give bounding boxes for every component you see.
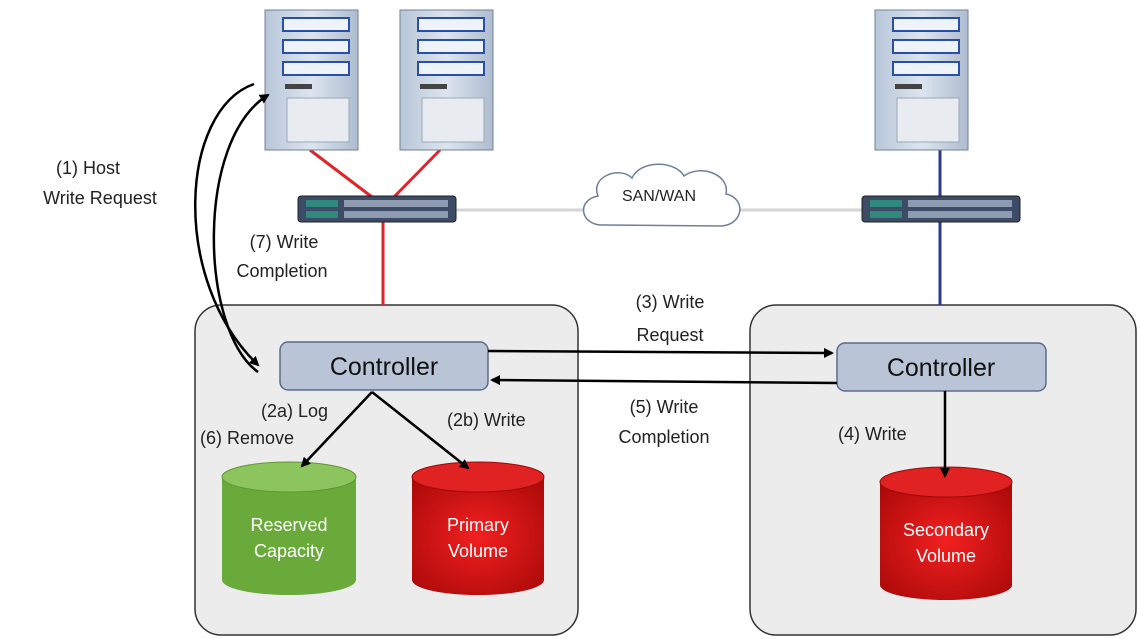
cloud-label: SAN/WAN: [622, 188, 696, 205]
write-primary-arrow: [371, 391, 470, 470]
step-7-label-line2: Completion: [236, 261, 327, 281]
step-1-label-line1: (1) Host: [56, 158, 120, 178]
secondary-volume-label-line1: Secondary: [903, 520, 989, 540]
remote-server-icon: [874, 9, 969, 151]
host-server-icon: [264, 9, 359, 151]
san-wan-cloud-icon: [582, 163, 741, 227]
step-7-label-line1: (7) Write: [250, 232, 319, 252]
host-server-icon: [399, 9, 494, 151]
secondary-volume-label-line2: Volume: [916, 546, 976, 566]
step-5-label-line1: (5) Write: [630, 397, 699, 417]
primary-controller-label: Controller: [330, 353, 438, 381]
host2-link: [392, 148, 442, 199]
network-switch-icon: [297, 195, 457, 223]
secondary-controller-label: Controller: [887, 354, 995, 382]
write-request-arrow: [487, 347, 834, 358]
step-6-label: (6) Remove: [200, 428, 294, 448]
write-completion-arrow: [490, 375, 838, 386]
primary-volume-label-line1: Primary: [447, 515, 509, 535]
secondary-volume-cylinder: [879, 466, 1013, 600]
primary-volume-cylinder: [411, 461, 545, 595]
reserved-capacity-label-line2: Capacity: [254, 541, 324, 561]
host1-link: [309, 148, 373, 199]
step-4-label: (4) Write: [838, 424, 907, 444]
host-write-completion-arrow: [212, 93, 270, 374]
step-5-label-line2: Completion: [618, 427, 709, 447]
reserved-capacity-cylinder: [221, 461, 357, 595]
log-arrow: [300, 391, 373, 468]
step-2b-label: (2b) Write: [447, 410, 526, 430]
step-1-label-line2: Write Request: [43, 188, 157, 208]
secondary-controller: [836, 342, 1047, 392]
reserved-capacity-label-line1: Reserved: [250, 515, 327, 535]
primary-controller: [279, 341, 489, 391]
step-2a-label: (2a) Log: [261, 401, 328, 421]
step-3-label-line2: Request: [636, 325, 703, 345]
network-switch-icon: [861, 195, 1021, 223]
primary-volume-label-line2: Volume: [448, 541, 508, 561]
step-3-label-line1: (3) Write: [636, 292, 705, 312]
